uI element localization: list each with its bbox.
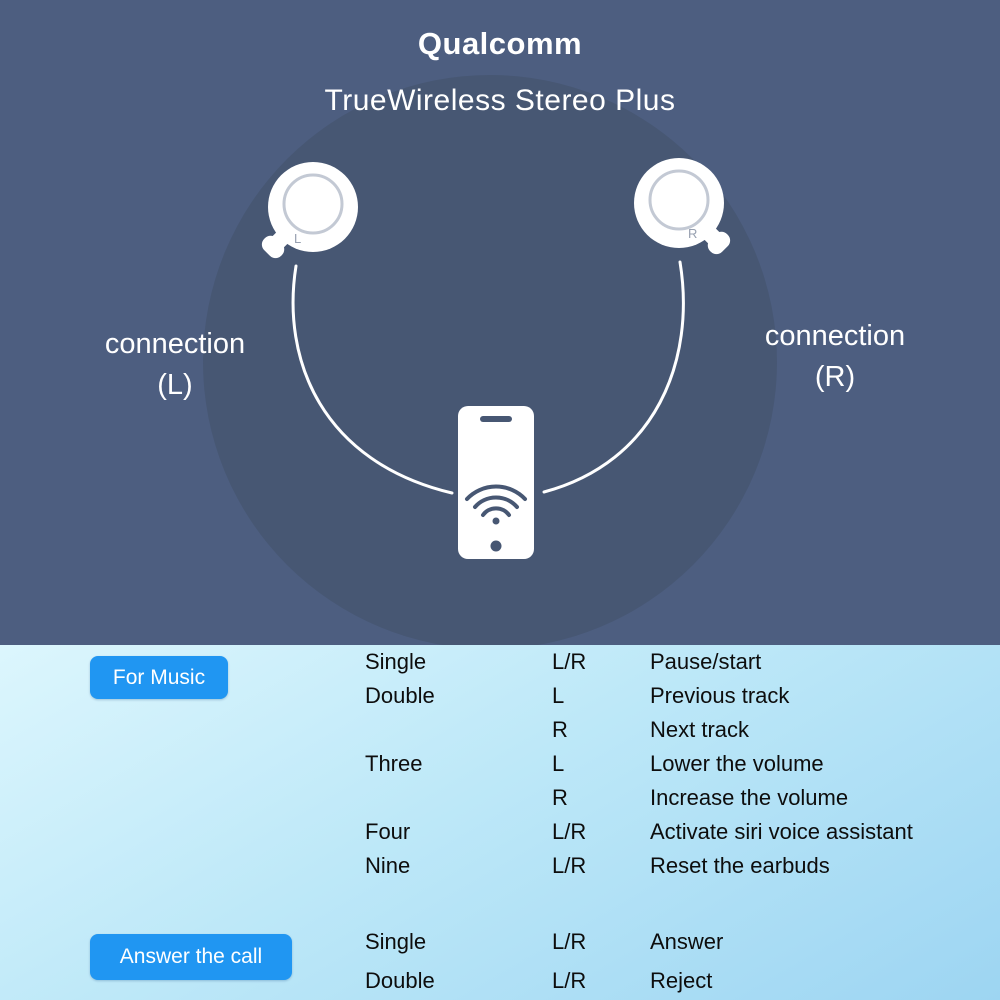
table-row: R Increase the volume xyxy=(365,781,913,815)
earbud-left-letter: L xyxy=(294,231,301,246)
controls-section: For Music Answer the call Single L/R Pau… xyxy=(0,645,1000,1000)
action-cell: Previous track xyxy=(650,683,790,708)
gesture-cell: Four xyxy=(365,819,411,844)
side-cell: L xyxy=(552,683,565,708)
side-cell: R xyxy=(552,785,568,810)
earbud-right-letter: R xyxy=(688,226,697,241)
connection-right-line2: (R) xyxy=(814,361,856,393)
connection-diagram: L R xyxy=(203,75,777,645)
side-cell: L/R xyxy=(552,819,587,844)
table-row: Double L/R Reject xyxy=(365,961,723,1000)
for-music-badge: For Music xyxy=(90,656,228,699)
phone-speaker xyxy=(480,416,512,422)
gesture-cell: Three xyxy=(365,751,423,776)
action-cell: Answer xyxy=(650,928,724,954)
side-cell: L/R xyxy=(552,853,587,878)
table-row: Four L/R Activate siri voice assistant xyxy=(365,815,913,849)
table-row: Single L/R Answer xyxy=(365,922,723,961)
connection-left-line2: (L) xyxy=(157,369,193,401)
action-cell: Lower the volume xyxy=(650,751,824,776)
table-row: Nine L/R Reset the earbuds xyxy=(365,849,913,883)
side-cell: L/R xyxy=(552,967,587,993)
table-row: Single L/R Pause/start xyxy=(365,645,913,679)
action-cell: Increase the volume xyxy=(650,785,849,810)
connection-right-label: connection (R) xyxy=(715,316,955,398)
connection-left-line1: connection xyxy=(104,328,246,360)
connection-right-line1: connection xyxy=(764,320,906,352)
earbud-right-icon: R xyxy=(634,158,731,255)
phone-icon xyxy=(458,406,534,559)
tech-subtitle: TrueWireless Stereo Plus xyxy=(324,84,676,117)
music-table: Single L/R Pause/start Double L Previous… xyxy=(365,645,913,883)
side-cell: R xyxy=(552,717,568,742)
action-cell: Pause/start xyxy=(650,649,762,674)
side-cell: L/R xyxy=(552,928,587,954)
wifi-icon xyxy=(465,484,527,525)
brand-title: Qualcomm xyxy=(417,26,583,61)
side-cell: L xyxy=(552,751,565,776)
connection-line-left xyxy=(291,264,454,495)
answer-call-badge: Answer the call xyxy=(90,934,292,980)
action-cell: Next track xyxy=(650,717,750,742)
action-cell: Activate siri voice assistant xyxy=(650,819,913,844)
action-cell: Reject xyxy=(650,967,713,993)
table-row: Three L Lower the volume xyxy=(365,747,913,781)
phone-home-button xyxy=(490,540,502,552)
connection-left-label: connection (L) xyxy=(55,324,295,406)
side-cell: L/R xyxy=(552,649,587,674)
action-cell: Reset the earbuds xyxy=(650,853,830,878)
gesture-cell: Single xyxy=(365,928,427,954)
earbud-left-icon: L xyxy=(261,162,358,259)
connection-line-right xyxy=(542,260,685,494)
gesture-cell: Double xyxy=(365,683,435,708)
gesture-cell: Nine xyxy=(365,853,411,878)
gesture-cell: Single xyxy=(365,649,427,674)
table-row: R Next track xyxy=(365,713,913,747)
top-section: L R xyxy=(55,26,955,645)
call-table: Single L/R Answer Double L/R Reject xyxy=(365,922,723,1000)
table-row: Double L Previous track xyxy=(365,679,913,713)
gesture-cell: Double xyxy=(365,967,435,993)
